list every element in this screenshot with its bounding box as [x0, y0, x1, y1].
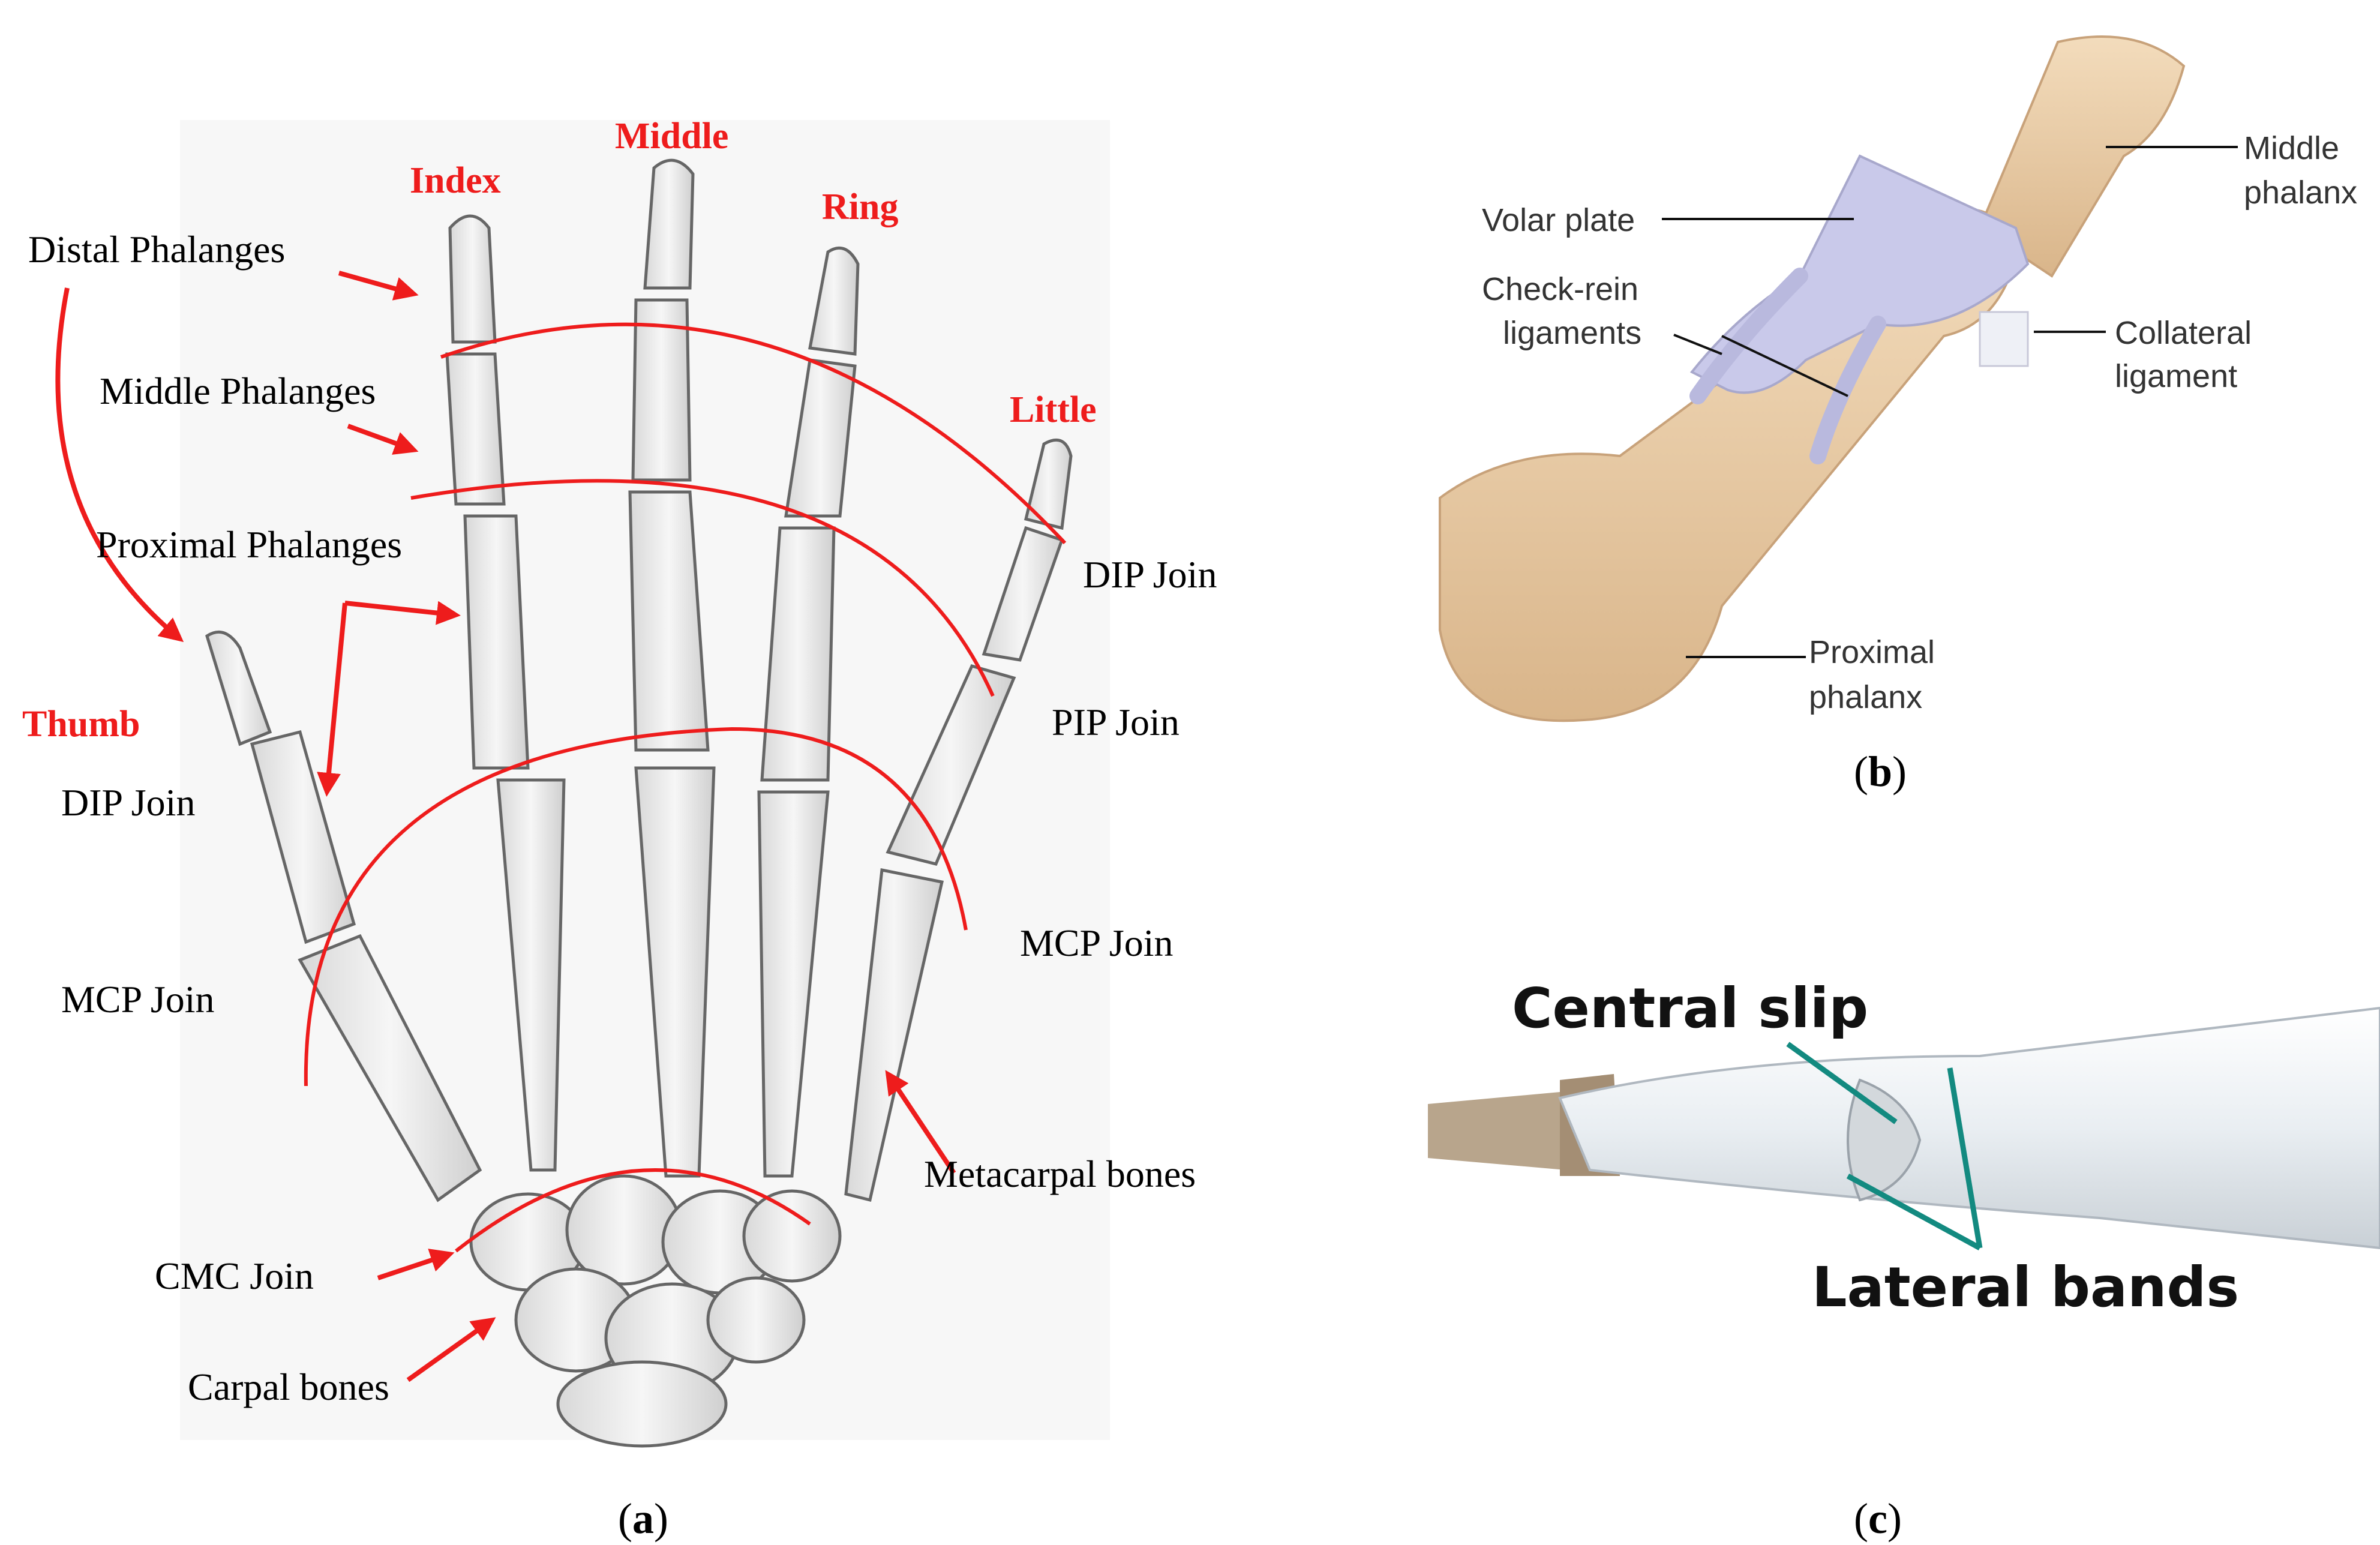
extensor-tendon [1558, 1006, 2380, 1250]
label-mcp-join-left: MCP Join [61, 978, 215, 1021]
label-middle-phalanx-line2: phalanx [2244, 175, 2358, 211]
label-metacarpal-bones: Metacarpal bones [924, 1153, 1196, 1195]
label-carpal-bones: Carpal bones [188, 1366, 389, 1408]
check-rein-ligament-1 [1689, 268, 1808, 404]
finger-label-index: Index [410, 160, 501, 201]
label-proximal-phalanx-line2: phalanx [1809, 679, 1923, 715]
collateral-ligament-shape [1979, 311, 2029, 367]
label-collateral-line2: ligament [2115, 358, 2238, 394]
distal-phalanges-illustration [205, 158, 1073, 746]
hand-skeleton-illustration [55, 120, 1110, 1448]
finger-label-little: Little [1010, 389, 1097, 430]
label-cmc-join: CMC Join [155, 1255, 314, 1297]
label-dip-join-left: DIP Join [61, 781, 196, 824]
leader-lines-b [1662, 146, 2238, 658]
label-middle-phalanges: Middle Phalanges [100, 370, 376, 412]
label-proximal-phalanx-line1: Proximal [1809, 634, 1935, 670]
extensor-mechanism-illustration [1428, 1006, 2380, 1250]
metacarpal-bones-illustration [298, 766, 944, 1202]
distal-phalanges-arrow [338, 271, 419, 301]
finger-label-ring: Ring [822, 187, 899, 227]
label-check-rein-line2: ligaments [1503, 315, 1642, 351]
proximal-to-thumb-arrow [317, 602, 347, 797]
carpal-bones-illustration [469, 1174, 842, 1448]
metacarpal-arrow [885, 1070, 956, 1175]
label-mcp-join-right: MCP Join [1020, 922, 1174, 964]
label-dip-join-right: DIP Join [1083, 553, 1217, 596]
label-central-slip: Central slip [1512, 976, 1869, 1040]
annotation-arrows [55, 271, 956, 1382]
joint-arcs [304, 322, 1067, 1253]
leader-lines-c [1786, 1042, 1983, 1250]
middle-phalanges-illustration [445, 298, 1064, 662]
proximal-to-index-arrow [344, 601, 461, 625]
pip-joint-window [1847, 1078, 1922, 1202]
volar-plate-shape [1689, 154, 2030, 394]
dip-joint-arc [440, 322, 1067, 545]
label-distal-phalanges: Distal Phalanges [28, 228, 286, 271]
label-check-rein-line1: Check-rein [1482, 271, 1639, 307]
label-volar-plate: Volar plate [1482, 202, 1635, 238]
label-pip-join-right: PIP Join [1052, 701, 1180, 743]
mcp-joint-arc [304, 727, 968, 1087]
caption-c: (c) [1854, 1495, 1902, 1543]
pip-joint-arc [410, 479, 995, 697]
finger-label-thumb: Thumb [22, 704, 140, 745]
label-lateral-bands: Lateral bands [1812, 1255, 2240, 1319]
finger-label-middle: Middle [615, 116, 729, 157]
cmc-joint-arc [455, 1168, 811, 1253]
distal-bone-segment [1428, 1092, 1566, 1170]
label-collateral-line1: Collateral [2115, 315, 2252, 351]
label-middle-phalanx-line1: Middle [2244, 130, 2340, 166]
caption-b: (b) [1854, 748, 1907, 796]
label-proximal-phalanges: Proximal Phalanges [96, 523, 403, 566]
caption-a: (a) [618, 1495, 668, 1543]
volar-plate-illustration [1439, 35, 2238, 722]
cmc-joint-arrow [377, 1249, 455, 1280]
distal-to-thumb-arrow [55, 287, 184, 643]
carpal-bones-arrow [406, 1317, 496, 1382]
middle-phalanges-arrow [347, 424, 419, 455]
